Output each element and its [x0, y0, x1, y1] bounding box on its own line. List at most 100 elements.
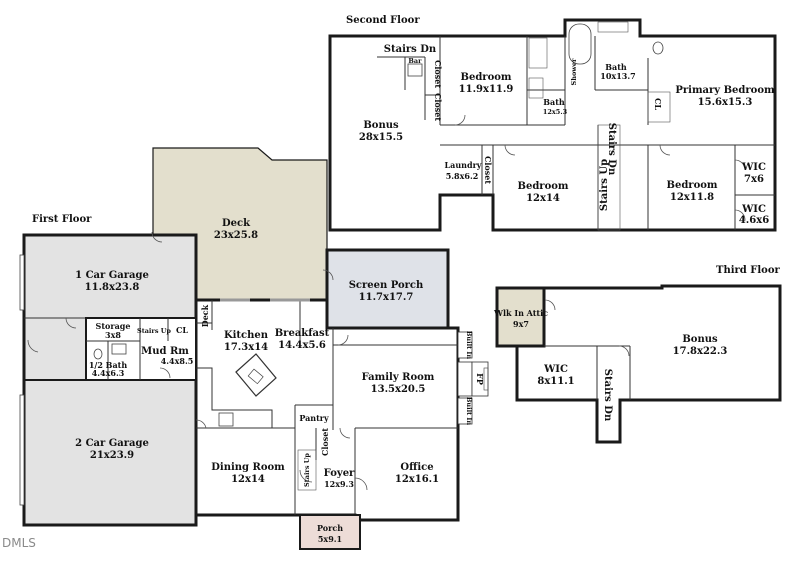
first-floor-labels: Deck 23x25.8 Screen Porch 11.7x17.7 1 Ca… [75, 218, 485, 544]
stairs-dn-sf: Stairs Dn [384, 44, 437, 55]
wic-sf-2-name: WIC [741, 204, 766, 215]
closet-ff: Closet [320, 428, 330, 456]
mud-rm-dims: 4.4x8.5 [161, 356, 194, 366]
laundry-dims: 5.8x6.2 [446, 171, 479, 181]
bedroom-3-name: Bedroom [667, 180, 718, 191]
floor-titles: Second Floor First Floor Third Floor [32, 15, 780, 276]
primary-bedroom-dims: 15.6x15.3 [698, 97, 753, 108]
walk-in-attic-name: Wlk In Attic [493, 308, 548, 318]
mud-rm-name: Mud Rm [141, 346, 189, 357]
bar-label: Bar [408, 57, 422, 65]
bonus-sf-dims: 28x15.5 [359, 132, 403, 143]
bonus-tf-dims: 17.8x22.3 [673, 346, 728, 357]
garage1-name: 1 Car Garage [75, 270, 149, 281]
bedroom-1-dims: 11.9x11.9 [459, 84, 514, 95]
garage1-dims: 11.8x23.8 [85, 282, 140, 293]
screen-porch-area [325, 248, 450, 330]
third-floor-walls [497, 284, 782, 444]
stairs-up-foyer: Stairs Up [303, 453, 311, 487]
third-floor-labels: Wlk In Attic 9x7 Bonus 17.8x22.3 WIC 8x1… [493, 308, 727, 422]
garage-door-window-bottom [19, 394, 25, 506]
wic-tf-dims: 8x11.1 [537, 376, 574, 387]
third-floor-title: Third Floor [716, 265, 780, 276]
walk-in-attic-dims: 9x7 [513, 319, 529, 329]
third-floor [495, 284, 782, 444]
half-bath-dims: 4.4x6.3 [92, 368, 125, 378]
fp-label: FP [475, 373, 485, 385]
shower-label: Shower [570, 58, 578, 85]
dining-room-dims: 12x14 [231, 474, 265, 485]
stairs-dn-tf: Stairs Dn [602, 369, 613, 422]
screen-porch-name: Screen Porch [349, 280, 424, 291]
toilet-icon-2 [652, 41, 664, 55]
screen-porch-dims: 11.7x17.7 [359, 292, 414, 303]
family-room-dims: 13.5x20.5 [371, 384, 426, 395]
office-dims: 12x16.1 [395, 474, 439, 485]
kitchen-dims: 17.3x14 [224, 342, 268, 353]
dining-room-name: Dining Room [211, 462, 285, 473]
built-in-bottom: Built In [465, 397, 473, 425]
foyer-name: Foyer [324, 468, 355, 479]
bath-small-name: Bath [543, 97, 565, 107]
wic-sf-2-dims: 4.6x6 [739, 215, 769, 226]
stairs-dn-sf2: Stairs Dn [606, 123, 617, 176]
bar-sink-icon [407, 63, 423, 77]
deck-small-label: Deck [200, 304, 210, 327]
porch-dims: 5x9.1 [318, 534, 342, 544]
cl-ff: CL [176, 325, 188, 335]
deck-name: Deck [222, 218, 251, 229]
family-room-name: Family Room [362, 372, 435, 383]
bath-small-dims: 12x5.3 [543, 108, 568, 116]
bedroom-1-name: Bedroom [461, 72, 512, 83]
kitchen-island [235, 353, 277, 397]
built-in-top: Built In [465, 331, 473, 359]
garage-door-window-top [19, 254, 25, 311]
cl-sf: CL [653, 98, 663, 110]
half-bath-name: 1/2 Bath [89, 360, 127, 370]
bath-primary-dims: 10x13.7 [600, 71, 635, 81]
dmls-logo: DMLS [2, 536, 36, 550]
porch-area [299, 514, 361, 550]
first-floor-title: First Floor [32, 214, 92, 225]
garage2-dims: 21x23.9 [90, 450, 134, 461]
kitchen-name: Kitchen [224, 330, 269, 341]
wic-sf-1-dims: 7x6 [744, 174, 764, 185]
stairs-up-sf: Stairs Up [599, 159, 610, 211]
garage2-name: 2 Car Garage [75, 438, 149, 449]
storage-name: Storage [96, 321, 131, 331]
pantry-name: Pantry [299, 413, 329, 423]
bonus-tf-name: Bonus [682, 334, 718, 345]
primary-bedroom-name: Primary Bedroom [675, 85, 775, 96]
stairs-up-ff: Stairs Up [137, 327, 171, 335]
closet-laundry: Closet [483, 156, 493, 184]
closet-sf-2: Closet [433, 93, 443, 121]
storage-dims: 3x8 [105, 330, 121, 340]
second-floor [328, 18, 777, 232]
wic-tf-name: WIC [543, 364, 568, 375]
stove-icon [218, 412, 234, 427]
breakfast-dims: 14.4x5.6 [278, 340, 326, 351]
second-floor-walls [328, 18, 777, 232]
wic-sf-1-name: WIC [741, 162, 766, 173]
porch-name: Porch [317, 523, 343, 533]
bonus-sf-name: Bonus [363, 120, 399, 131]
bedroom-2-dims: 12x14 [526, 193, 560, 204]
office-name: Office [400, 462, 433, 473]
bedroom-3-dims: 12x11.8 [670, 192, 714, 203]
second-floor-title: Second Floor [346, 15, 420, 26]
main-house-walls [194, 298, 460, 522]
walk-in-attic-area [495, 286, 546, 348]
sink-icon [111, 343, 127, 355]
bathtub-icon [568, 23, 592, 65]
toilet-icon [93, 348, 103, 360]
breakfast-name: Breakfast [275, 328, 330, 339]
first-floor [19, 147, 489, 550]
second-floor-labels: Stairs Dn Bar Closet Closet Bonus 28x15.… [359, 44, 775, 226]
foyer-dims: 12x9.3 [324, 479, 354, 489]
fireplace [457, 361, 473, 397]
bedroom-2-name: Bedroom [518, 181, 569, 192]
laundry-name: Laundry [445, 160, 482, 170]
closet-sf-1: Closet [433, 60, 443, 88]
deck-dims: 23x25.8 [214, 230, 258, 241]
